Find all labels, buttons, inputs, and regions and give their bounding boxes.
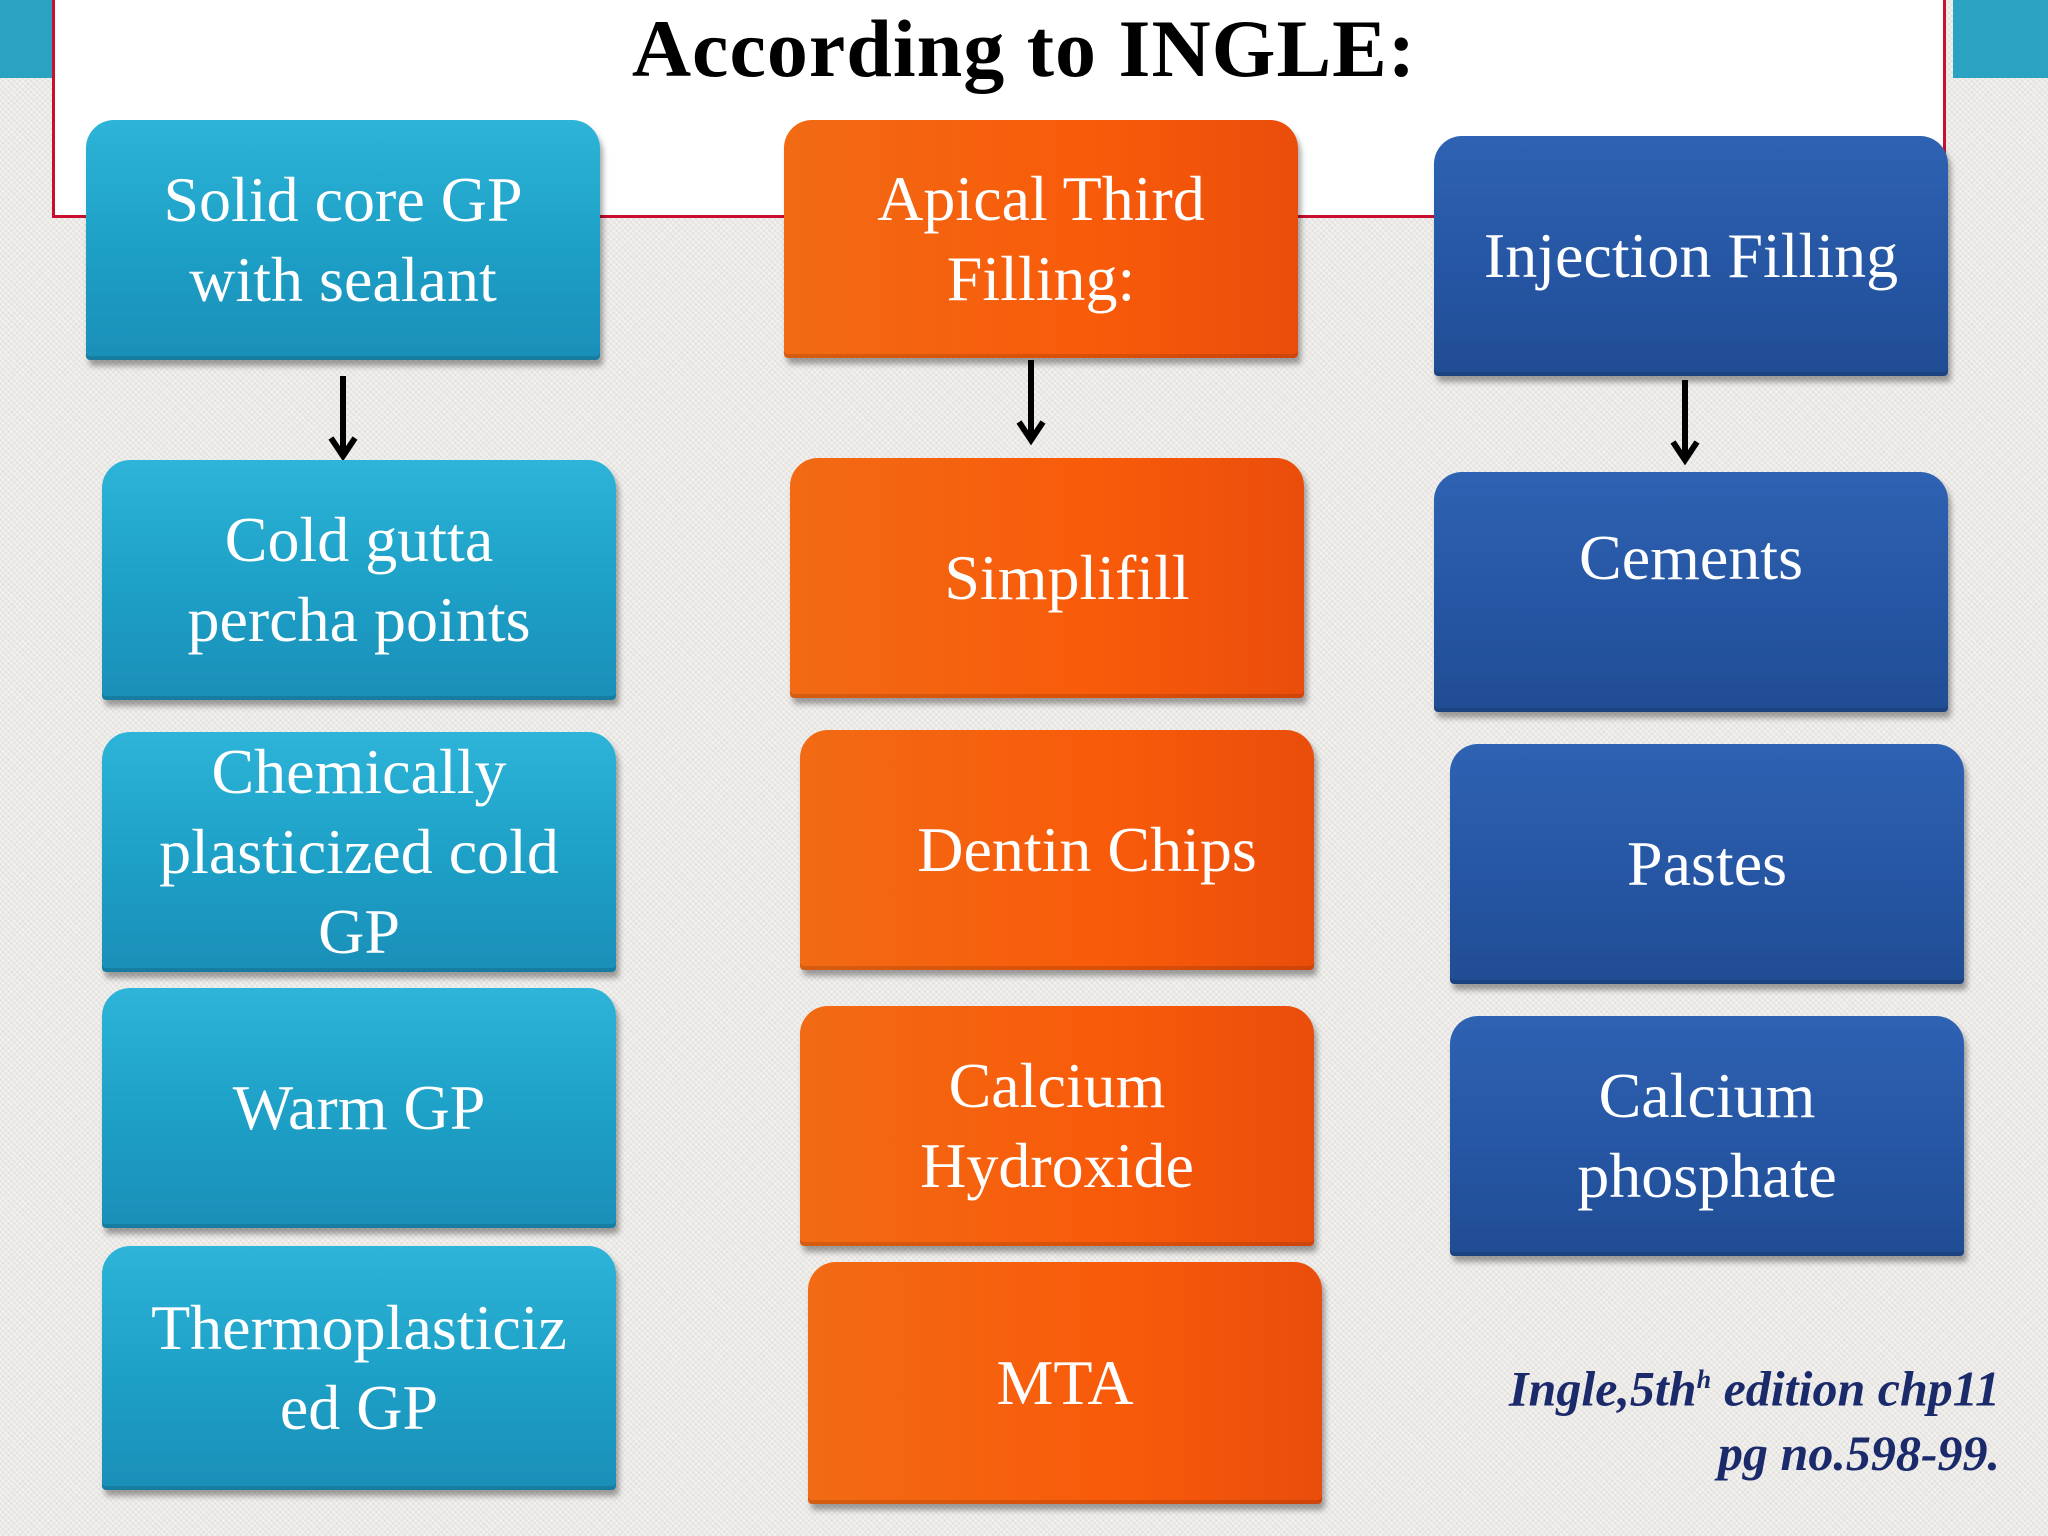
header-injection-filling: Injection Filling — [1434, 136, 1948, 376]
corner-accent-left — [0, 0, 52, 78]
item-simplifill: Simplifill — [790, 458, 1304, 698]
citation-line-1: Ingle,5thh edition chp11 — [1509, 1360, 2000, 1417]
citation-line-2: pg no.598-99. — [1718, 1424, 2000, 1481]
arrow-down-icon — [328, 376, 358, 462]
item-cements: Cements — [1434, 472, 1948, 712]
arrow-down-icon — [1670, 380, 1700, 466]
item-warm-gp: Warm GP — [102, 988, 616, 1228]
citation: Ingle,5thh edition chp11 pg no.598-99. — [1509, 1348, 2000, 1485]
item-mta: MTA — [808, 1262, 1322, 1504]
item-pastes: Pastes — [1450, 744, 1964, 984]
slide-title: According to INGLE: — [631, 3, 1417, 94]
arrow-down-icon — [1016, 360, 1046, 446]
corner-accent-right — [1953, 0, 2048, 78]
item-dentin-chips: Dentin Chips — [800, 730, 1314, 970]
